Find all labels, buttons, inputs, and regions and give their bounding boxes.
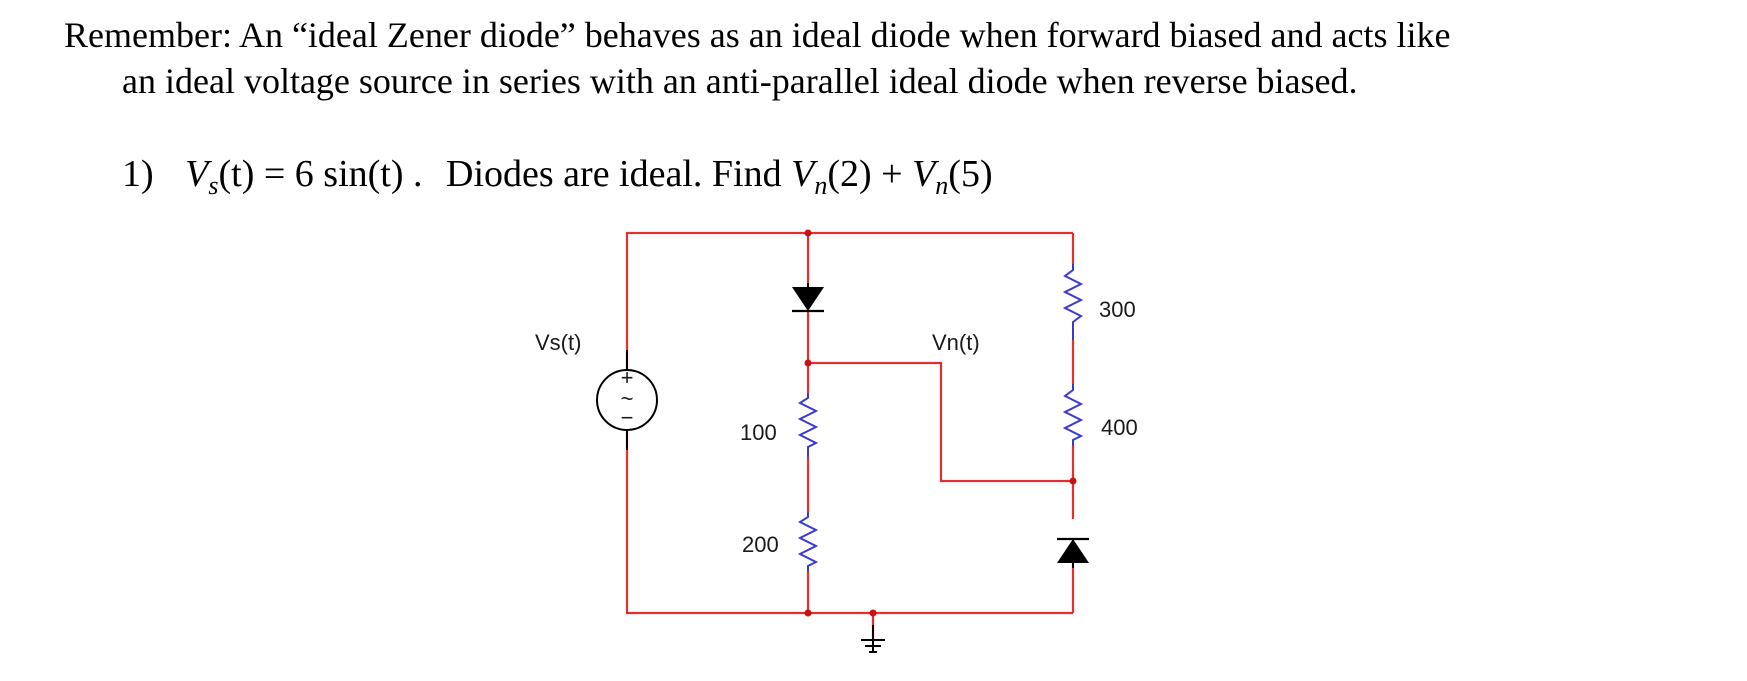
- source-expression: Vs(t) = 6 sin(t) .: [185, 153, 423, 200]
- wire-vn-branch: [808, 361, 1073, 483]
- vs-expression-rest: (t) = 6 sin(t) .: [218, 153, 423, 195]
- resistor-200: [797, 512, 819, 572]
- vn-subscript-b: n: [935, 171, 949, 200]
- question-1: 1) Vs(t) = 6 sin(t) . Diodes are ideal. …: [122, 152, 993, 201]
- node-ground: [869, 609, 877, 617]
- reminder-line-2: an ideal voltage source in series with a…: [122, 61, 1358, 101]
- resistor-400: [1062, 384, 1084, 446]
- voltage-source-plus: +: [621, 365, 634, 390]
- node-top: [804, 229, 812, 237]
- vn-symbol-b: V: [912, 153, 936, 195]
- ground: [861, 625, 885, 653]
- question-statement: Diodes are ideal. Find: [446, 153, 782, 195]
- wire-top-left: [625, 231, 808, 350]
- resistor-300: [1062, 264, 1084, 340]
- reminder-line-1: Remember: An “ideal Zener diode” behaves…: [64, 15, 1451, 55]
- resistors: [797, 264, 1084, 572]
- vs-symbol: V: [185, 153, 209, 195]
- node-vn: [804, 359, 812, 367]
- nodes: [804, 229, 1077, 617]
- voltage-source-minus: −: [621, 405, 634, 430]
- resistor-100: [797, 393, 819, 457]
- voltage-source: + ~ −: [596, 350, 658, 450]
- node-bottom-mid: [804, 609, 812, 617]
- voltage-source-tilde: ~: [621, 386, 634, 411]
- vs-subscript: s: [208, 171, 219, 200]
- resistor-label-300: 300: [1099, 297, 1136, 322]
- diode-bottom-triangle: [1057, 539, 1089, 563]
- diode-top-triangle: [792, 287, 824, 311]
- find-expression-b: (5): [948, 153, 993, 195]
- source-label: Vs(t): [535, 330, 581, 355]
- diode-bottom: [1057, 537, 1089, 568]
- node-label: Vn(t): [932, 330, 980, 355]
- wires: [625, 231, 1075, 640]
- vn-subscript-a: n: [814, 171, 828, 200]
- resistor-label-100: 100: [740, 420, 777, 445]
- find-expression-a: (2) +: [827, 153, 913, 195]
- find-expression: Vn(2) + Vn(5): [791, 153, 993, 200]
- question-number: 1): [122, 153, 154, 195]
- diode-top: [792, 283, 824, 313]
- wire-bottom-left: [625, 450, 808, 615]
- resistor-label-200: 200: [742, 532, 779, 557]
- node-right: [1069, 477, 1077, 485]
- resistor-label-400: 400: [1101, 415, 1138, 440]
- vn-symbol-a: V: [791, 153, 815, 195]
